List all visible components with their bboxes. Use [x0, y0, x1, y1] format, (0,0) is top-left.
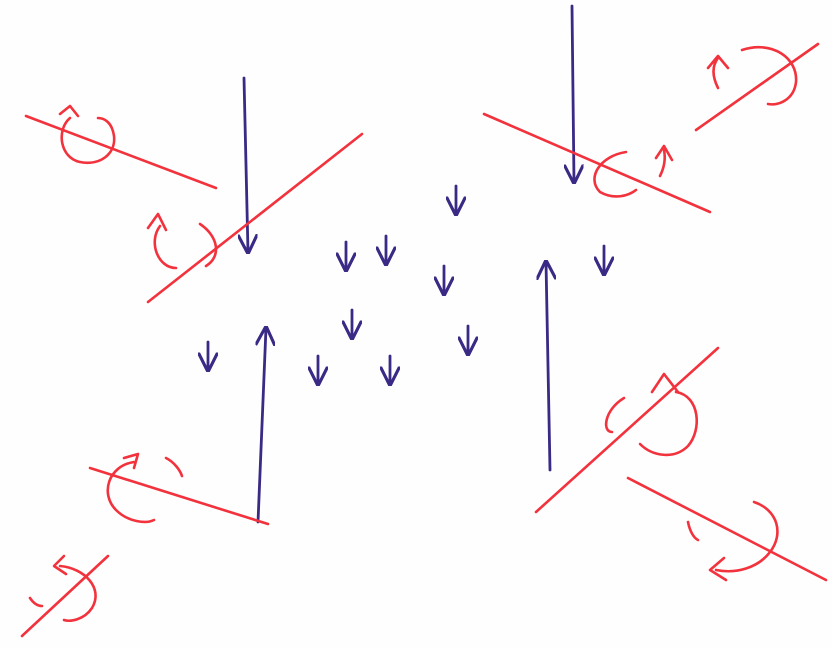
curved-arrow-icon [198, 222, 218, 268]
curved-arrow-icon [593, 150, 638, 198]
curved-arrow-icon [638, 390, 698, 457]
arrowhead-icon [122, 452, 140, 470]
arrow-up-icon [546, 262, 550, 472]
curved-arrow-icon [164, 456, 184, 478]
curved-arrow-icon [686, 520, 700, 542]
arrowhead-icon [654, 144, 674, 162]
edge-moment-bottom-left-inner [88, 452, 270, 526]
moment-axis-line [146, 132, 364, 304]
plate-left-edge [120, 378, 124, 420]
edge-moment-top-right-inner [482, 112, 712, 214]
curved-arrow-icon [106, 460, 156, 524]
arrowhead-icon [146, 212, 168, 232]
plate [120, 146, 722, 505]
plate-right-bottom-edge [374, 310, 716, 494]
moment-axis-line [88, 466, 270, 526]
arrow-down-icon [572, 4, 574, 182]
arrowhead-icon [58, 104, 80, 118]
curved-arrow-icon [740, 45, 798, 106]
curved-arrow-icon [604, 396, 626, 434]
edge-moment-top-left-inner [146, 132, 364, 304]
edge-moment-bottom-left-outer [20, 554, 110, 638]
moment-axis-line [482, 112, 712, 214]
moment-axis-line [20, 554, 110, 638]
curved-arrow-icon [714, 500, 779, 573]
curved-arrow-icon [153, 224, 178, 270]
curved-arrow-icon [712, 56, 720, 90]
curved-arrow-icon [658, 148, 667, 178]
arrow-up-icon [258, 328, 266, 524]
edge-moment-top-left-outer [24, 104, 218, 190]
arrowhead-icon [650, 372, 680, 394]
moment-axis-line [24, 114, 218, 190]
load-arrows [208, 4, 604, 524]
edge-moment-top-right-outer [694, 42, 820, 132]
arrowhead-icon [706, 54, 730, 70]
curved-arrow-icon [60, 116, 116, 165]
edge-moment-right-inner [534, 346, 720, 514]
plate-front-corner-edge [374, 470, 376, 505]
plate-right-corner-edge [720, 262, 722, 312]
moment-axis-line [626, 476, 828, 582]
moment-axis-line [694, 42, 820, 132]
arrowhead-icon [52, 554, 68, 576]
edge-moment-right-outer [626, 476, 828, 582]
curved-arrow-icon [28, 596, 44, 608]
curved-arrow-icon [58, 564, 97, 622]
arrowhead-icon [708, 556, 728, 582]
moment-axis-line [534, 346, 720, 514]
edge-moments [20, 42, 828, 638]
